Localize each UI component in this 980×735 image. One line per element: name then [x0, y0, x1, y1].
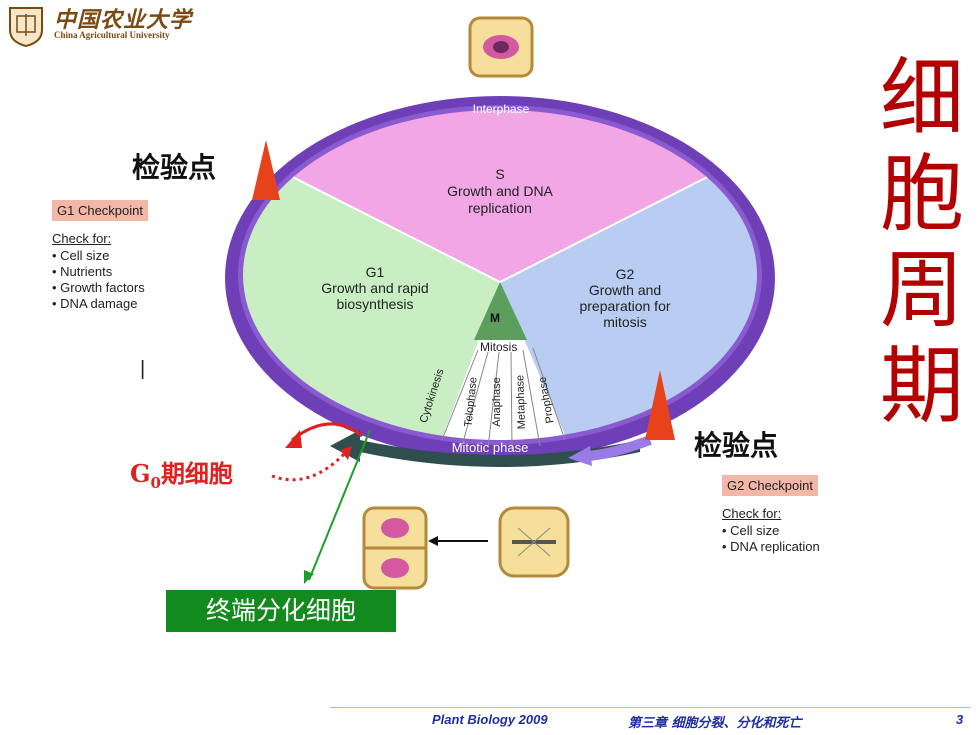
- terminal-differentiation-label: 终端分化细胞: [166, 590, 396, 632]
- title-char: 细: [879, 49, 964, 147]
- title-char: 胞: [879, 145, 964, 243]
- g2-checkpoint-marker: [645, 370, 675, 440]
- university-logo: [6, 4, 46, 48]
- list-item: Cell size: [52, 248, 212, 264]
- text-cursor-icon: |: [140, 358, 146, 380]
- footer-divider: [330, 707, 970, 708]
- g2-checkpoint-panel: G2 Checkpoint Check for: Cell size DNA r…: [722, 475, 892, 555]
- title-char: 期: [879, 337, 964, 435]
- g1-checkpoint-cn-label: 检验点: [132, 151, 217, 184]
- stage-metaphase: Metaphase: [514, 374, 529, 430]
- s-phase-letter: S: [495, 166, 505, 182]
- mitosis-sector: [430, 282, 580, 440]
- g1-phase-label: G1 Growth and rapid biosynthesis: [300, 264, 450, 312]
- g1-phase-line1: Growth and rapid: [321, 280, 429, 296]
- list-item: DNA replication: [722, 539, 892, 555]
- s-phase-line1: Growth and DNA: [447, 183, 553, 199]
- g1-phase-line2: biosynthesis: [336, 296, 414, 312]
- g2-phase-label: G2 Growth and preparation for mitosis: [555, 266, 695, 330]
- logo-english-name: China Agricultural University: [54, 30, 170, 40]
- list-item: Cell size: [722, 523, 892, 539]
- logo-chinese-name: 中国农业大学: [54, 7, 193, 32]
- mitotic-phase-arrow: [360, 440, 640, 467]
- g2-phase-letter: G2: [615, 266, 635, 282]
- g1-phase-letter: G1: [365, 264, 385, 280]
- interphase-cell-icon: [468, 16, 534, 78]
- dividing-cells-icon: [362, 506, 428, 590]
- g1-checkpoint-marker: [252, 140, 280, 200]
- g2-checklist: Cell size DNA replication: [722, 523, 892, 555]
- s-phase-label: S Growth and DNA replication: [420, 166, 580, 217]
- g1-checkpoint-panel: G1 Checkpoint Check for: Cell size Nutri…: [52, 200, 212, 312]
- vertical-title: 细 胞 周 期: [872, 50, 972, 434]
- interphase-label: Interphase: [472, 102, 530, 116]
- g1-check-for: Check for:: [52, 231, 112, 246]
- g0-cell-label: G0期细胞: [130, 454, 233, 492]
- s-phase-line2: replication: [468, 200, 532, 216]
- g2-check-for: Check for:: [722, 506, 782, 521]
- g2-phase-line3: mitosis: [603, 314, 647, 330]
- m-phase-letter: M: [490, 311, 500, 325]
- footer-course: Plant Biology 2009: [432, 712, 548, 727]
- g0-subscript: 0: [150, 473, 161, 492]
- m-phase-triangle: [474, 282, 527, 340]
- g2-phase-line1: Growth and: [588, 282, 662, 298]
- mitotic-phase-label: Mitotic phase: [451, 440, 529, 455]
- g2-checkpoint-title: G2 Checkpoint: [722, 475, 818, 496]
- title-char: 周: [879, 241, 964, 339]
- g1-checklist: Cell size Nutrients Growth factors DNA d…: [52, 248, 212, 312]
- stage-anaphase: Anaphase: [490, 377, 503, 427]
- g2-checkpoint-cn-label: 检验点: [694, 429, 779, 462]
- g0-rest: 期细胞: [160, 459, 233, 488]
- footer-chapter: 第三章 细胞分裂、分化和死亡: [628, 716, 802, 731]
- metaphase-cell-icon: [498, 506, 570, 578]
- list-item: Nutrients: [52, 264, 212, 280]
- g0-g: G: [130, 459, 151, 488]
- g2-phase-line2: preparation for: [579, 298, 671, 314]
- g1-checkpoint-title: G1 Checkpoint: [52, 200, 148, 221]
- list-item: Growth factors: [52, 280, 212, 296]
- footer-page-number: 3: [956, 712, 964, 727]
- list-item: DNA damage: [52, 296, 212, 312]
- mitosis-label: Mitosis: [480, 340, 518, 354]
